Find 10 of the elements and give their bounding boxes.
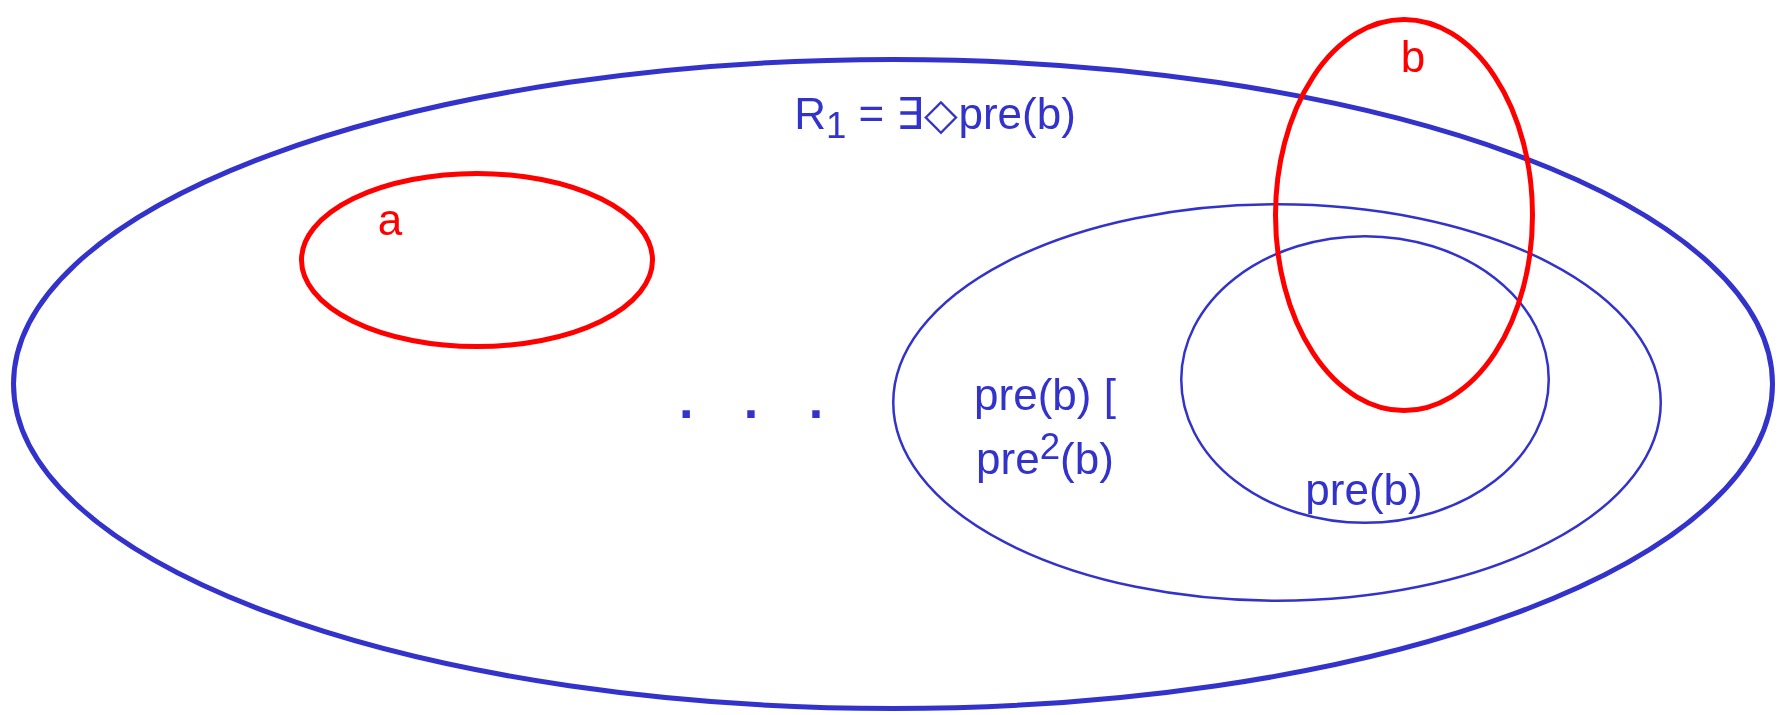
- set-label: pre(b) [ pre$^{2}$(b): [973, 368, 1117, 486]
- set-ellipse: [892, 203, 1662, 602]
- set-label: pre(b): [1305, 464, 1423, 516]
- set-label: a: [377, 194, 403, 246]
- ellipsis-dots: . . .: [678, 370, 842, 430]
- set-label: R$_{1}$ = ∃◇pre(b): [794, 87, 1076, 149]
- set-ellipse: [1273, 17, 1535, 413]
- set-ellipse: [299, 171, 655, 349]
- set-ellipse: [1180, 235, 1550, 524]
- set-label: b: [1400, 31, 1426, 83]
